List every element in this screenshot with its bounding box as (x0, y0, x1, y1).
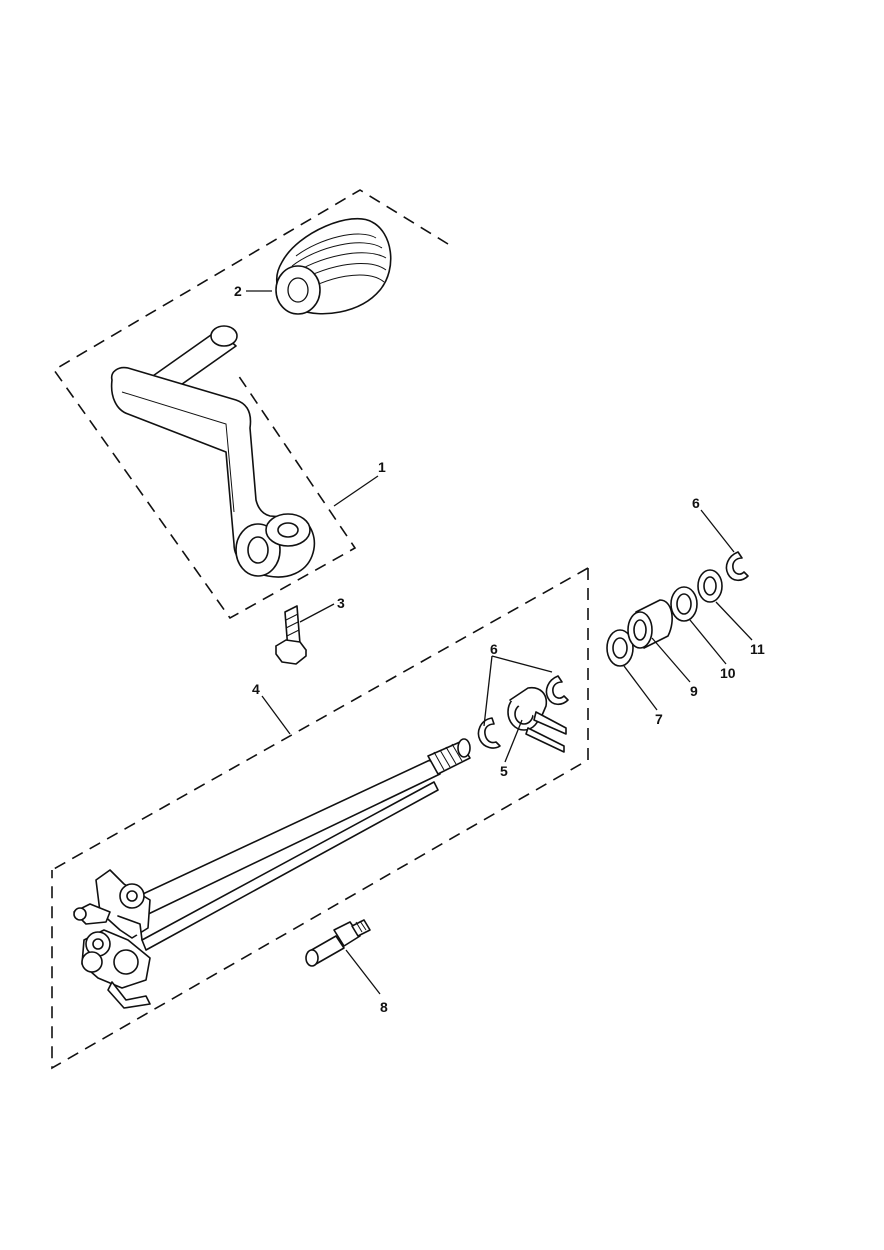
circlip-c (725, 551, 749, 582)
selector-shaft (129, 738, 471, 951)
leader-lines (246, 290, 753, 995)
clamp-bolt (275, 605, 307, 665)
callout-6b: 6 (692, 495, 700, 511)
callout-4: 4 (252, 681, 260, 697)
shaft-group-boundary (51, 568, 589, 1070)
callout-8: 8 (380, 999, 388, 1015)
callout-6a: 6 (490, 641, 498, 657)
callout-5: 5 (500, 763, 508, 779)
footrest-rubber (275, 217, 392, 315)
shaft-group-boundary-top (51, 567, 589, 871)
stopper-stud (305, 919, 371, 967)
callout-1: 1 (378, 459, 386, 475)
circlip-b (545, 675, 569, 706)
pedal-group-boundary (52, 189, 449, 620)
callout-11: 11 (750, 641, 765, 657)
selector-mechanism (73, 869, 151, 1009)
washer-10 (670, 586, 698, 622)
callout-3: 3 (337, 595, 345, 611)
callout-7: 7 (655, 711, 663, 727)
circlip-a (477, 717, 501, 749)
bush-9 (627, 599, 673, 649)
callout-9: 9 (690, 683, 698, 699)
callout-10: 10 (720, 665, 736, 681)
washer-7 (606, 629, 634, 667)
gear-pedal (110, 325, 316, 578)
callout-2: 2 (234, 283, 242, 299)
return-spring (507, 686, 567, 753)
washer-11 (697, 569, 723, 603)
